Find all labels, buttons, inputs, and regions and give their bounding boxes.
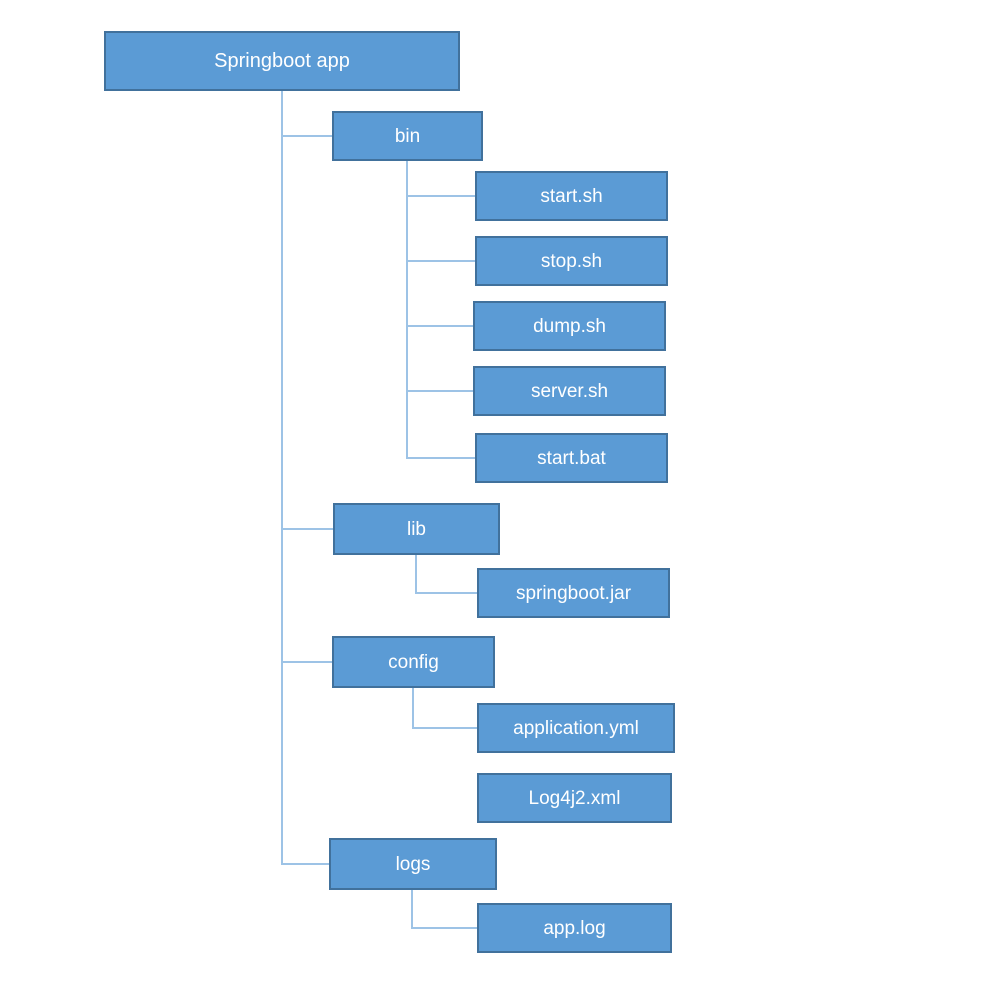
connector-root-to-config — [281, 661, 332, 663]
connector-root-vertical — [281, 91, 283, 865]
node-app-log: app.log — [477, 903, 672, 953]
connector-bin-to-stop-sh — [406, 260, 475, 262]
node-bin: bin — [332, 111, 483, 161]
node-springboot-app: Springboot app — [104, 31, 460, 91]
node-log4j2-xml-label: Log4j2.xml — [528, 787, 621, 809]
node-config: config — [332, 636, 495, 688]
node-stop-sh-label: stop.sh — [540, 250, 603, 272]
node-stop-sh: stop.sh — [475, 236, 668, 286]
connector-config-vertical — [412, 688, 414, 729]
connector-bin-to-start-bat — [406, 457, 475, 459]
node-log4j2-xml: Log4j2.xml — [477, 773, 672, 823]
node-start-bat: start.bat — [475, 433, 668, 483]
connector-logs-to-app-log — [411, 927, 477, 929]
node-start-sh: start.sh — [475, 171, 668, 221]
node-bin-label: bin — [394, 125, 421, 147]
node-springboot-jar: springboot.jar — [477, 568, 670, 618]
connector-logs-vertical — [411, 890, 413, 929]
connector-root-to-logs — [281, 863, 329, 865]
node-springboot-app-label: Springboot app — [214, 50, 350, 72]
node-dump-sh: dump.sh — [473, 301, 666, 351]
node-application-yml-label: application.yml — [513, 717, 639, 739]
node-dump-sh-label: dump.sh — [533, 315, 606, 337]
connector-root-to-lib — [281, 528, 333, 530]
connector-bin-to-start-sh — [406, 195, 475, 197]
node-logs-label: logs — [395, 853, 431, 875]
connector-lib-to-springboot-jar — [415, 592, 477, 594]
node-springboot-jar-label: springboot.jar — [515, 582, 632, 604]
node-start-sh-label: start.sh — [540, 185, 603, 207]
node-lib-label: lib — [406, 518, 426, 540]
node-logs: logs — [329, 838, 497, 890]
connector-bin-to-dump-sh — [406, 325, 473, 327]
connector-config-to-application-yml — [412, 727, 477, 729]
connector-bin-vertical — [406, 161, 408, 459]
node-config-label: config — [388, 651, 439, 673]
connector-root-to-bin — [281, 135, 332, 137]
node-app-log-label: app.log — [543, 917, 606, 939]
connector-bin-to-server-sh — [406, 390, 473, 392]
node-lib: lib — [333, 503, 500, 555]
node-start-bat-label: start.bat — [537, 447, 606, 469]
connector-lib-vertical — [415, 555, 417, 594]
node-server-sh: server.sh — [473, 366, 666, 416]
node-server-sh-label: server.sh — [530, 380, 609, 402]
node-application-yml: application.yml — [477, 703, 675, 753]
